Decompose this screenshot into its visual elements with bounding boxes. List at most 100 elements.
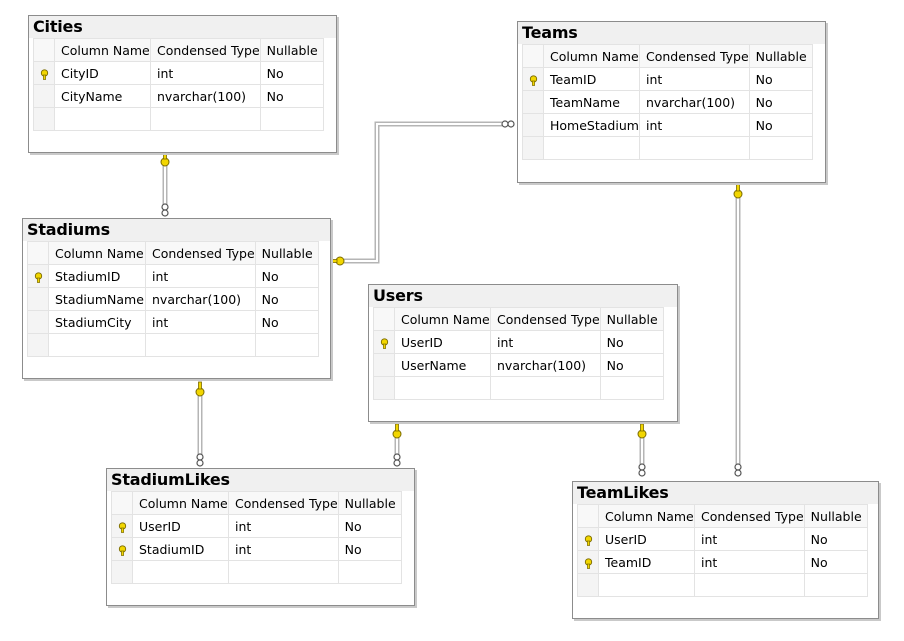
column-header[interactable]: Nullable: [599, 307, 664, 331]
column-name-cell[interactable]: TeamID: [543, 67, 640, 91]
empty-cell[interactable]: [254, 333, 319, 357]
condensed-type-cell[interactable]: int: [145, 264, 256, 288]
row-selector[interactable]: [111, 514, 133, 538]
empty-cell[interactable]: [145, 333, 256, 357]
row-selector[interactable]: [373, 376, 395, 400]
empty-cell[interactable]: [694, 573, 805, 597]
empty-cell[interactable]: [598, 573, 695, 597]
column-name-cell[interactable]: StadiumID: [132, 537, 229, 561]
row-selector[interactable]: [33, 107, 55, 131]
empty-cell[interactable]: [150, 107, 261, 131]
condensed-type-cell[interactable]: int: [228, 537, 339, 561]
column-name-cell[interactable]: StadiumName: [48, 287, 146, 311]
column-header[interactable]: Nullable: [803, 504, 868, 528]
empty-new-row[interactable]: [27, 333, 319, 357]
row-selector[interactable]: [522, 90, 544, 114]
empty-cell[interactable]: [132, 560, 229, 584]
row-selector[interactable]: [27, 333, 49, 357]
column-header[interactable]: Condensed Type: [228, 491, 339, 515]
column-name-cell[interactable]: TeamName: [543, 90, 640, 114]
column-name-cell[interactable]: CityName: [54, 84, 151, 108]
column-header[interactable]: Column Name: [543, 44, 640, 68]
nullable-cell[interactable]: No: [748, 113, 813, 137]
condensed-type-cell[interactable]: int: [228, 514, 339, 538]
nullable-cell[interactable]: No: [337, 514, 402, 538]
column-header[interactable]: Column Name: [132, 491, 229, 515]
nullable-cell[interactable]: No: [803, 527, 868, 551]
empty-cell[interactable]: [543, 136, 640, 160]
column-name-cell[interactable]: CityID: [54, 61, 151, 85]
empty-cell[interactable]: [803, 573, 868, 597]
row-selector[interactable]: [111, 560, 133, 584]
row-selector[interactable]: [27, 264, 49, 288]
column-name-cell[interactable]: UserID: [132, 514, 229, 538]
column-header[interactable]: Condensed Type: [490, 307, 601, 331]
nullable-cell[interactable]: No: [259, 61, 324, 85]
nullable-cell[interactable]: No: [748, 67, 813, 91]
nullable-cell[interactable]: No: [254, 264, 319, 288]
empty-new-row[interactable]: [577, 573, 868, 597]
row-selector[interactable]: [27, 287, 49, 311]
row-selector[interactable]: [577, 573, 599, 597]
condensed-type-cell[interactable]: int: [694, 550, 805, 574]
nullable-cell[interactable]: No: [254, 287, 319, 311]
empty-cell[interactable]: [394, 376, 491, 400]
row-selector[interactable]: [577, 527, 599, 551]
row-selector[interactable]: [373, 330, 395, 354]
row-selector[interactable]: [27, 310, 49, 334]
empty-new-row[interactable]: [33, 107, 324, 131]
condensed-type-cell[interactable]: int: [639, 113, 750, 137]
condensed-type-cell[interactable]: nvarchar(100): [490, 353, 601, 377]
row-selector[interactable]: [33, 84, 55, 108]
empty-cell[interactable]: [259, 107, 324, 131]
condensed-type-cell[interactable]: int: [150, 61, 261, 85]
row-selector[interactable]: [373, 353, 395, 377]
column-name-cell[interactable]: StadiumCity: [48, 310, 146, 334]
nullable-cell[interactable]: No: [599, 330, 664, 354]
relationship-stadiums-teams[interactable]: [344, 121, 502, 264]
condensed-type-cell[interactable]: int: [145, 310, 256, 334]
column-header[interactable]: Condensed Type: [145, 241, 256, 265]
condensed-type-cell[interactable]: int: [694, 527, 805, 551]
column-header[interactable]: Column Name: [394, 307, 491, 331]
empty-cell[interactable]: [599, 376, 664, 400]
condensed-type-cell[interactable]: nvarchar(100): [150, 84, 261, 108]
column-header[interactable]: Condensed Type: [639, 44, 750, 68]
empty-cell[interactable]: [228, 560, 339, 584]
column-name-cell[interactable]: UserID: [394, 330, 491, 354]
column-name-cell[interactable]: StadiumID: [48, 264, 146, 288]
column-name-cell[interactable]: TeamID: [598, 550, 695, 574]
column-header[interactable]: Nullable: [254, 241, 319, 265]
column-header[interactable]: Nullable: [337, 491, 402, 515]
row-selector[interactable]: [33, 61, 55, 85]
nullable-cell[interactable]: No: [337, 537, 402, 561]
empty-cell[interactable]: [54, 107, 151, 131]
column-header[interactable]: Nullable: [748, 44, 813, 68]
empty-cell[interactable]: [48, 333, 146, 357]
row-selector[interactable]: [111, 537, 133, 561]
empty-cell[interactable]: [748, 136, 813, 160]
column-header[interactable]: Column Name: [598, 504, 695, 528]
column-header[interactable]: Nullable: [259, 38, 324, 62]
empty-cell[interactable]: [490, 376, 601, 400]
column-header[interactable]: Condensed Type: [694, 504, 805, 528]
condensed-type-cell[interactable]: nvarchar(100): [639, 90, 750, 114]
column-header[interactable]: Column Name: [48, 241, 146, 265]
row-selector[interactable]: [577, 550, 599, 574]
